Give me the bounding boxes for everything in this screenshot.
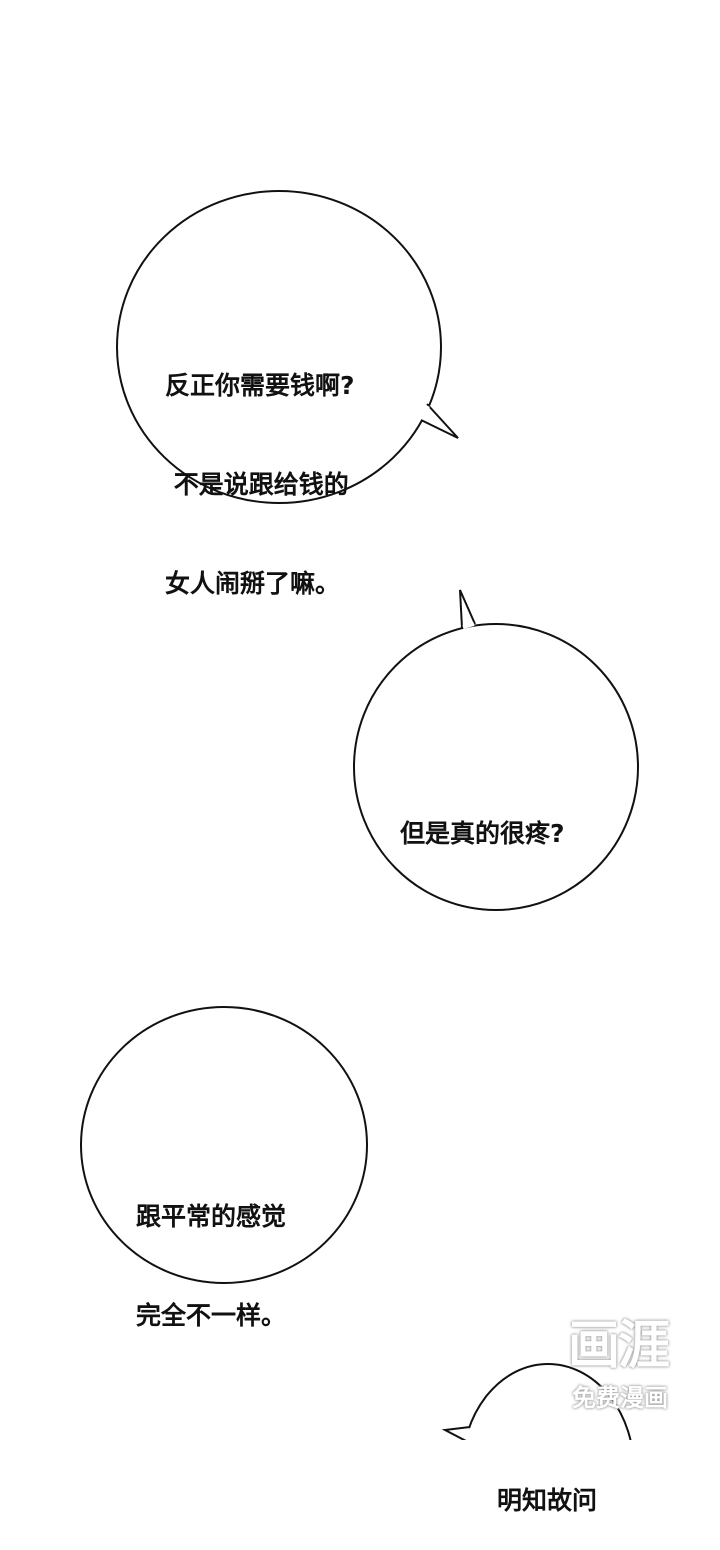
bubble-1-line-1: 反正你需要钱啊? xyxy=(165,371,355,400)
bubble-1-line-2: 不是说跟给钱的 xyxy=(165,470,349,499)
watermark-subtitle: 免费漫画 xyxy=(572,1384,668,1412)
speech-bubble-4-outline xyxy=(441,1363,632,1440)
bubble-4-line-1: 明知故问 xyxy=(497,1486,598,1515)
speech-bubbles-layer xyxy=(80,190,639,1440)
bubble-3-line-1: 跟平常的感觉 xyxy=(136,1202,287,1231)
speech-bubble-3-outline xyxy=(80,1006,368,1284)
bubble-4-text: 明知故问 xyxy=(497,1418,597,1550)
watermark-logo: 画涯 xyxy=(568,1316,670,1376)
bubble-2-text: 但是真的很疼? xyxy=(400,751,565,883)
bubble-2-line-1: 但是真的很疼? xyxy=(400,819,565,848)
speech-bubble-1-outline xyxy=(116,190,459,504)
bubble-3-line-2: 完全不一样。 xyxy=(136,1301,287,1330)
bubble-1-text: 反正你需要钱啊? 不是说跟给钱的 女人闹掰了嘛。 xyxy=(165,303,355,633)
bubble-3-text: 跟平常的感觉 完全不一样。 xyxy=(136,1134,286,1365)
speech-bubble-2-outline xyxy=(353,589,639,911)
bubble-1-line-3: 女人闹掰了嘛。 xyxy=(165,569,341,598)
